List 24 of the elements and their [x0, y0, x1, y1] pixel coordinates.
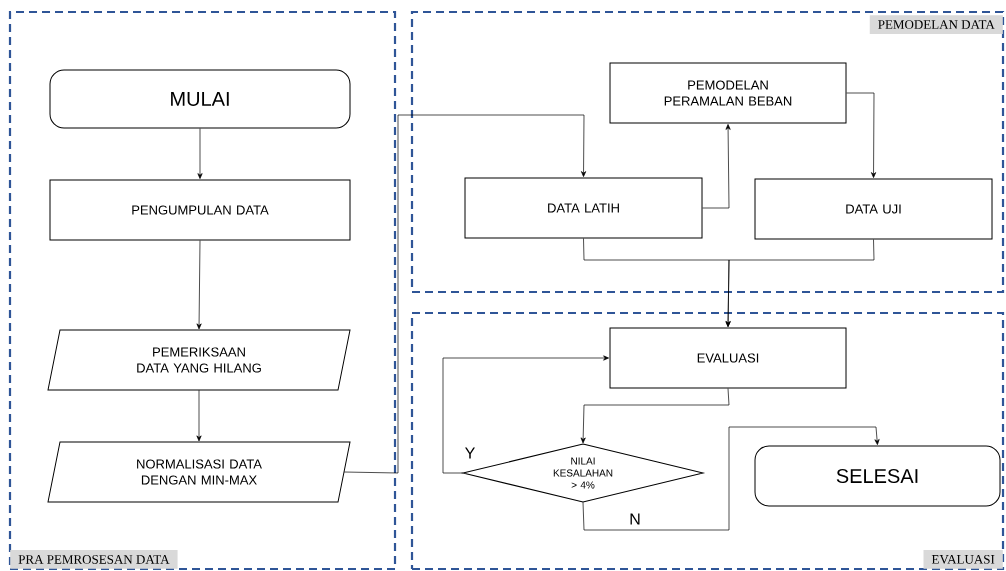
terminal-box: MULAI	[49, 69, 351, 129]
arrow	[580, 388, 730, 444]
arrow	[442, 355, 609, 474]
region-label: PRA PEMROSESAN DATA	[10, 550, 178, 569]
arrow	[702, 124, 731, 209]
terminal-box: SELESAI	[754, 445, 1001, 507]
arrow	[582, 426, 880, 531]
data-parallelogram: NORMALISASI DATA DENGAN MIN-MAX	[47, 441, 351, 503]
process-box: PENGUMPULAN DATA	[49, 179, 351, 241]
arrow	[197, 128, 203, 179]
arrow	[846, 92, 877, 178]
arrow	[196, 240, 202, 330]
process-box: DATA LATIH	[464, 177, 703, 239]
process-box: EVALUASI	[609, 327, 847, 389]
arrow	[196, 389, 202, 442]
edge-label: Y	[463, 446, 477, 460]
arrow	[343, 114, 587, 474]
process-box: DATA UJI	[754, 178, 993, 240]
region-label: EVALUASI	[923, 550, 1003, 569]
process-box: PEMODELAN PERAMALAN BEBAN	[609, 62, 847, 124]
arrow	[725, 239, 875, 327]
data-parallelogram: PEMERIKSAAN DATA YANG HILANG	[47, 329, 351, 391]
edge-label: N	[628, 512, 642, 526]
region-label: PEMODELAN DATA	[869, 15, 1003, 34]
